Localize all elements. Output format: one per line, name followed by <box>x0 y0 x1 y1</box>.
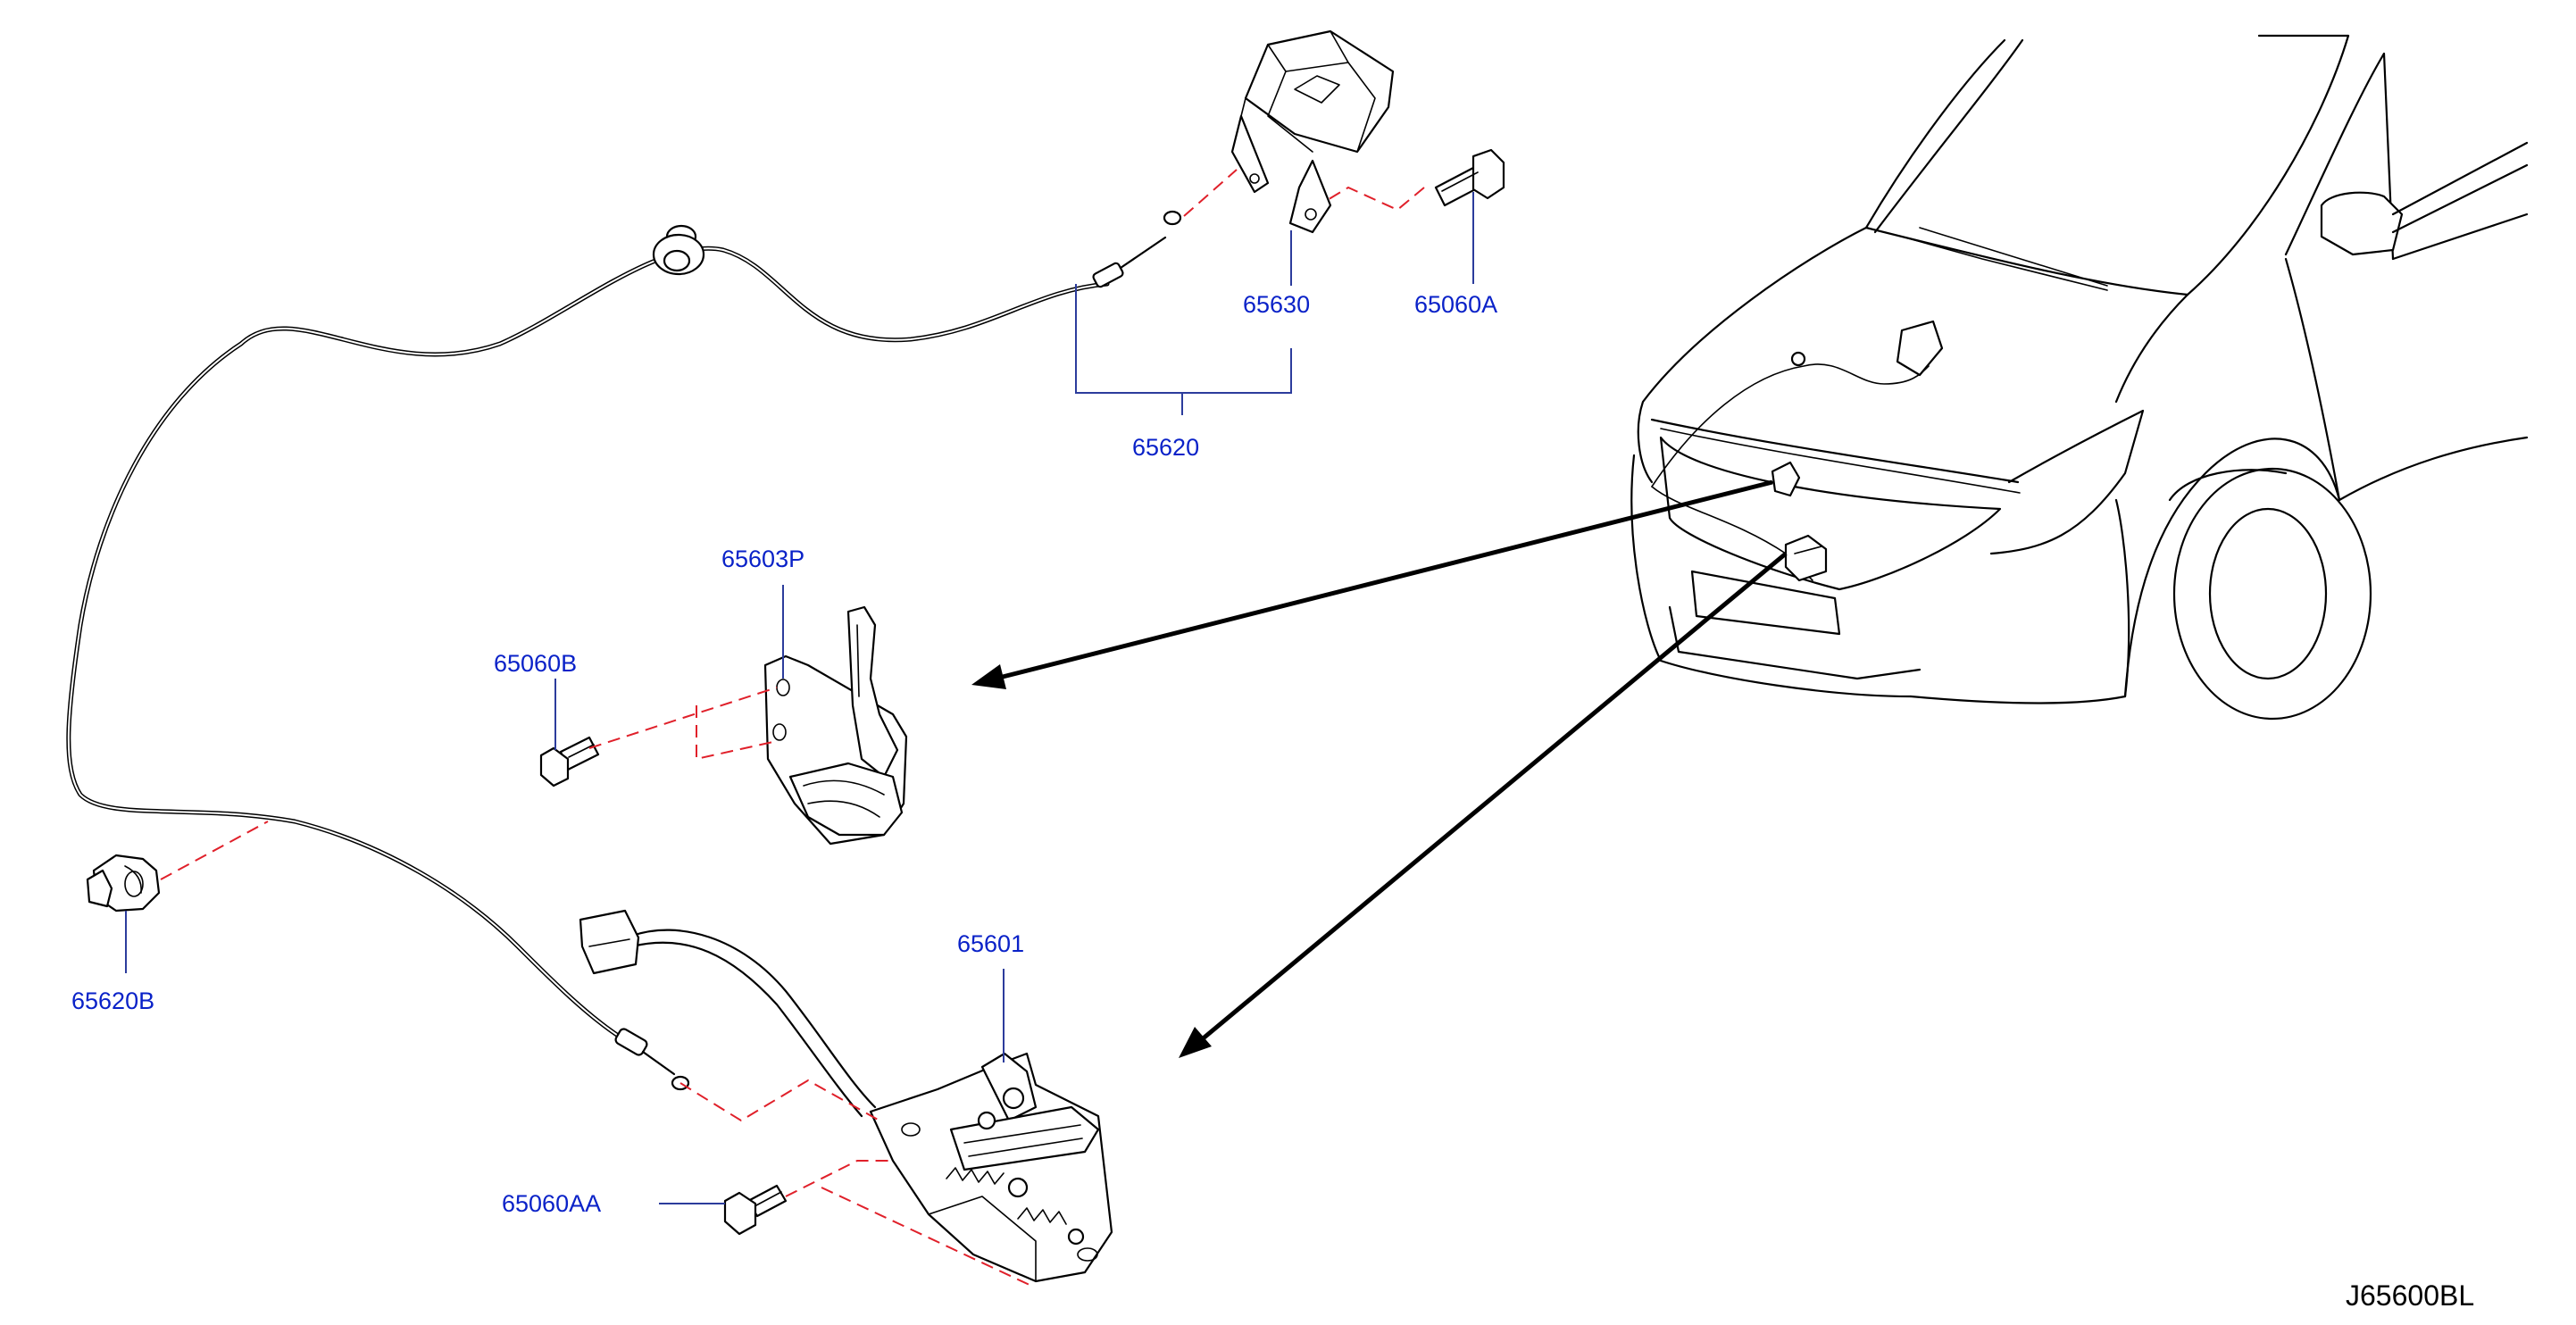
arrow-head-icon <box>1179 1027 1212 1058</box>
hood-lock <box>579 909 1113 1283</box>
label-handle-bolt: 65060A <box>1414 291 1497 318</box>
label-hood-lock-bolt: 65060AA <box>502 1190 601 1217</box>
leader-lines <box>125 192 1474 1204</box>
detail-arrows <box>971 479 1788 1058</box>
hood-lock-bolt <box>723 1184 788 1236</box>
secondary-latch <box>763 605 908 846</box>
label-secondary-latch: 65603P <box>721 546 804 572</box>
diagram-code: J65600BL <box>2346 1279 2474 1312</box>
hood-lock-control-cable <box>66 210 1182 1091</box>
label-hood-lock: 65601 <box>957 930 1024 957</box>
vehicle-front-overview <box>1630 34 2529 721</box>
label-secondary-latch-bolt: 65060B <box>494 650 577 677</box>
installation-guide-lines <box>160 169 1425 1287</box>
handle-bolt <box>1434 148 1505 207</box>
label-cable-clip: 65620B <box>71 988 154 1014</box>
hood-release-handle <box>1230 29 1395 234</box>
label-hood-lock-control-cable: 65620 <box>1132 434 1199 461</box>
cable-clip <box>86 854 161 912</box>
label-hood-release-handle: 65630 <box>1243 291 1310 318</box>
arrow-head-icon <box>971 664 1006 689</box>
secondary-latch-bolt <box>539 736 600 788</box>
